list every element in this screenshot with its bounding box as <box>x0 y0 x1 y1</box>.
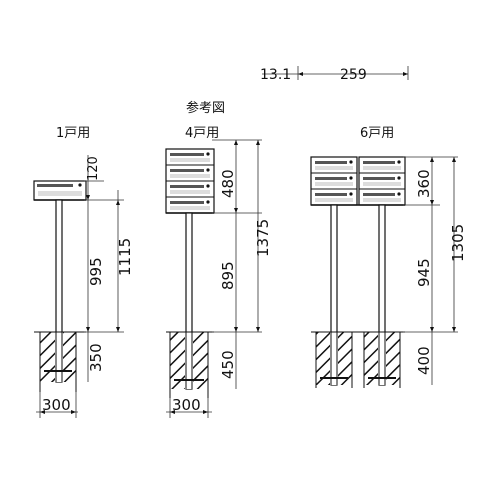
reference-title: 参考図 <box>186 100 225 116</box>
top-dim-right: 259 <box>340 67 367 83</box>
top-dimension-row: 13.1 259 <box>256 58 416 83</box>
unit-1-dim-995: 995 <box>87 257 105 286</box>
unit-6-dim-945: 945 <box>415 258 433 287</box>
unit-label-4: 4戸用 <box>185 126 219 141</box>
unit-6-dim-360: 360 <box>415 169 433 198</box>
unit-4-dim-450: 450 <box>219 350 237 379</box>
unit-1-drawing <box>33 155 124 418</box>
unit-4-dim-300: 300 <box>172 396 201 414</box>
unit-4-dim-480: 480 <box>219 169 237 198</box>
unit-1-dim-300: 300 <box>42 396 71 414</box>
unit-label-6: 6戸用 <box>360 126 394 141</box>
unit-1-dim-1115: 1115 <box>116 238 134 276</box>
unit-4-dim-1375: 1375 <box>254 219 272 257</box>
unit-4-dim-895: 895 <box>219 261 237 290</box>
unit-1-dim-350: 350 <box>87 343 105 372</box>
unit-6-drawing <box>310 156 458 388</box>
unit-6-dim-400: 400 <box>415 346 433 375</box>
unit-label-1: 1戸用 <box>56 126 90 141</box>
unit-1-dim-120: 120 <box>86 156 101 181</box>
top-dim-left: 13.1 <box>260 67 291 83</box>
unit-4-drawing <box>165 139 262 418</box>
unit-6-dim-1305: 1305 <box>449 224 467 262</box>
